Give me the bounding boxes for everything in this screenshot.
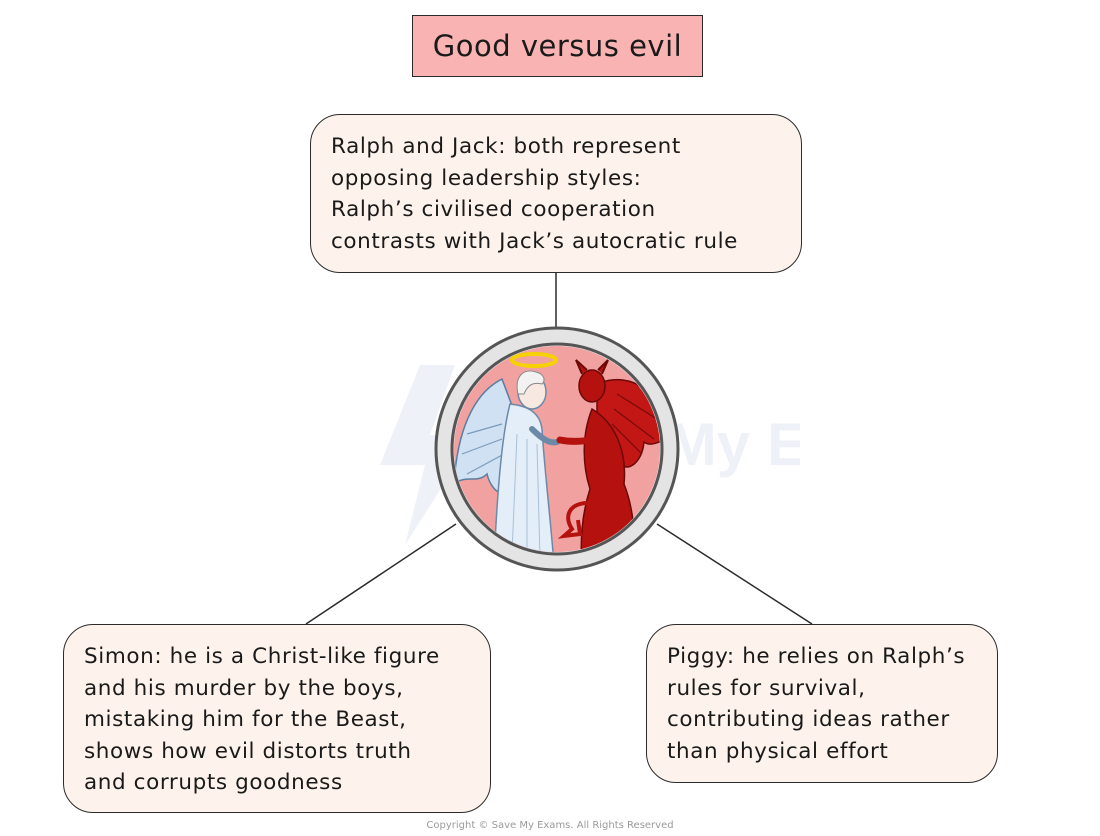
connector-right [656, 523, 813, 625]
devil-tail [557, 501, 598, 539]
angel-devil-medallion [434, 326, 680, 572]
angel-icon [454, 352, 560, 552]
title-text: Good versus evil [432, 29, 683, 63]
angel-arm [529, 426, 560, 446]
note-simon: Simon: he is a Christ-like figure and hi… [63, 624, 491, 813]
medallion-inner-border [450, 342, 664, 556]
devil-arm [556, 435, 601, 445]
devil-head [578, 369, 606, 403]
note-ralph-jack: Ralph and Jack: both represent opposing … [310, 114, 802, 273]
note-piggy: Piggy: he relies on Ralph’s rules for su… [646, 624, 998, 783]
devil-body [580, 407, 635, 552]
halo-icon [510, 352, 558, 368]
title-box: Good versus evil [412, 15, 703, 77]
copyright-footer: Copyright © Save My Exams. All Rights Re… [426, 820, 674, 831]
angel-hair [516, 370, 545, 395]
devil-horns [575, 359, 609, 375]
